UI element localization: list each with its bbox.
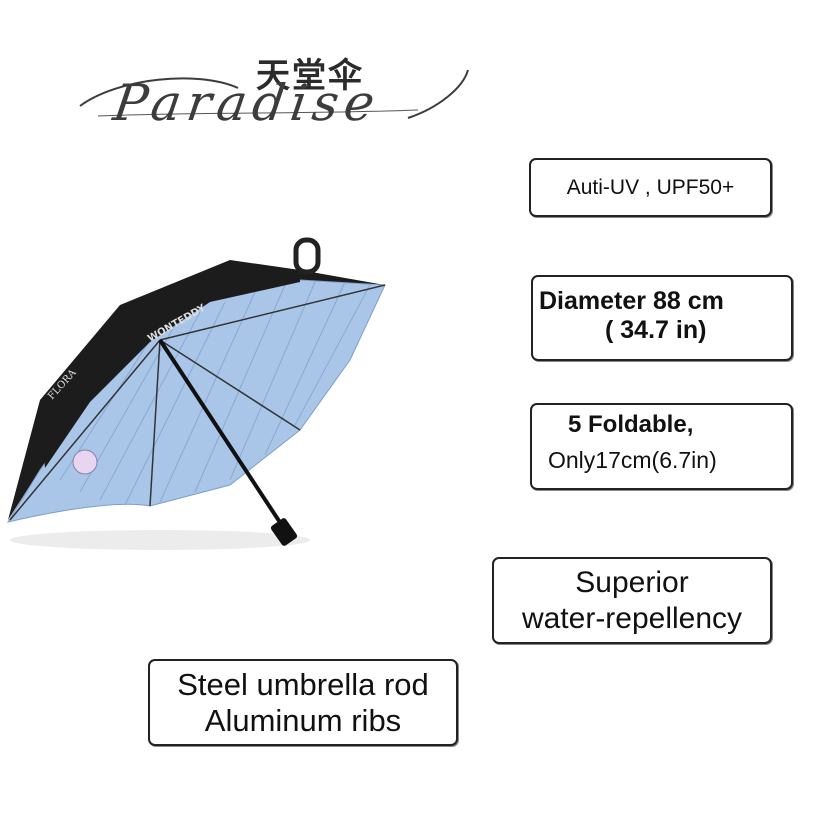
feature-foldable-line1: 5 Foldable, (568, 411, 694, 438)
feature-uv-protection: Auti-UV , UPF50+ (529, 158, 772, 217)
feature-steel-line2: Aluminum ribs (204, 703, 402, 738)
feature-diameter: Diameter 88 cm ( 34.7 in) (531, 275, 793, 361)
umbrella-illustration: FLORA WONTEDDY (6, 237, 386, 550)
feature-foldable: 5 Foldable, Only17cm(6.7in) (530, 403, 793, 490)
feature-foldable-line2: Only17cm(6.7in) (548, 447, 717, 473)
feature-materials: Steel umbrella rod Aluminum ribs (148, 659, 458, 746)
feature-steel-line1: Steel umbrella rod (177, 667, 429, 702)
feature-uv-text: Auti-UV , UPF50+ (566, 176, 735, 199)
feature-water-repellency: Superior water-repellency (492, 557, 772, 644)
feature-water-line2: water-repellency (521, 602, 743, 635)
logo-chinese-text: 天堂伞 (256, 56, 364, 96)
feature-diameter-line1: Diameter 88 cm (539, 287, 724, 315)
brand-logo: 天堂伞 Paradise (78, 48, 478, 138)
logo-swash-decoration (79, 69, 469, 119)
logo-english-text: Paradise (109, 74, 385, 132)
feature-diameter-line2: ( 34.7 in) (605, 316, 707, 344)
feature-water-line1: Superior (575, 566, 689, 599)
